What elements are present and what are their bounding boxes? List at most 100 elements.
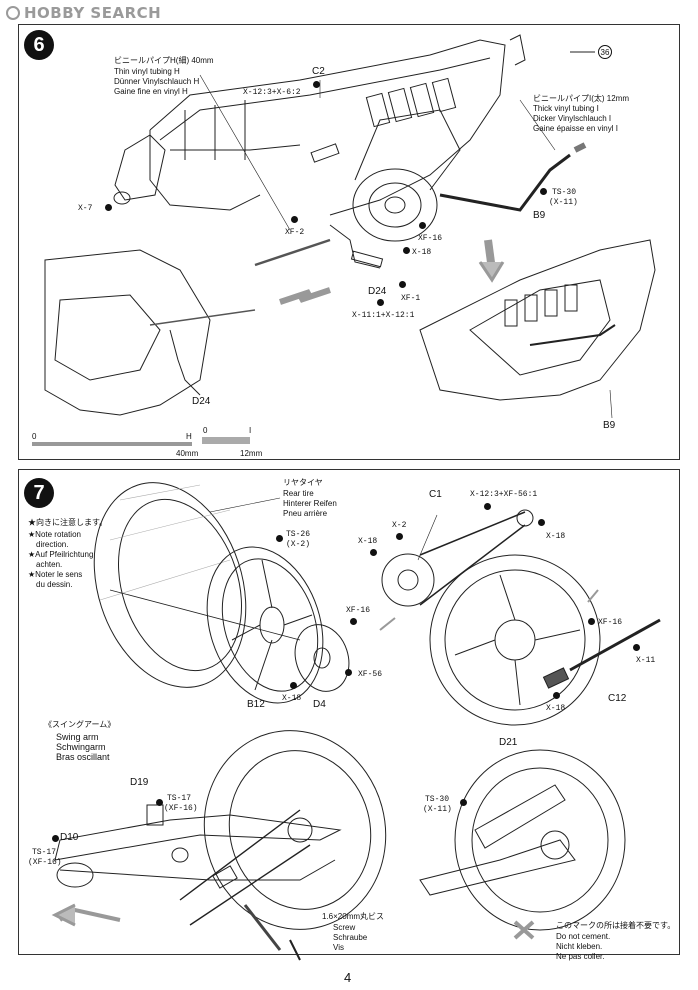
paint-code-c1: X-12:3+XF-56:1 (470, 490, 538, 499)
paint-dot-xf16-axle (588, 618, 595, 625)
rotation-note-de-1: ★Auf Pfeilrichtung (28, 550, 94, 559)
paint-dot-d24 (377, 299, 384, 306)
paint-code-ts17-d19-alt: (XF-16) (164, 804, 198, 813)
rear-tire-jp: リヤタイヤ (283, 478, 323, 487)
paint-code-ts30: TS-30 (552, 188, 577, 197)
paint-code-x18-axle: X-18 (546, 704, 566, 713)
swing-arm-fr: Bras oscillant (56, 752, 110, 762)
paint-code-ts30-chaincase: TS-30 (425, 795, 450, 804)
tube-h-fr: Gaine fine en vinyl H (114, 87, 188, 96)
part-c2-label: C2 (312, 66, 325, 77)
part-c1-label: C1 (429, 489, 442, 500)
paint-dot-xf56 (345, 669, 352, 676)
paint-code-d24: X-11:1+X-12:1 (352, 311, 415, 320)
screw-de: Schraube (333, 933, 368, 942)
paint-dot-ts17-d19 (156, 799, 163, 806)
part-c12-label: C12 (608, 693, 627, 704)
screw-en: Screw (333, 923, 356, 932)
hobby-search-logo-icon (6, 6, 20, 20)
paint-dot-x18 (403, 247, 410, 254)
tube-i-jp: ビニールパイプI(太) 12mm (533, 94, 629, 103)
part-d21-label: D21 (499, 737, 518, 748)
paint-dot-xf2 (291, 216, 298, 223)
no-cement-jp: このマークの所は接着不要です。 (556, 921, 676, 930)
rotation-note-jp: ★向きに注意します。 (28, 518, 108, 527)
paint-dot-d10 (52, 835, 59, 842)
paint-code-x18-chain: X-18 (546, 532, 566, 541)
part-d24-label: D24 (368, 286, 387, 297)
swing-arm-de: Schwingarm (56, 742, 106, 752)
page-number: 4 (344, 970, 352, 985)
paint-dot-xf16-disc (350, 618, 357, 625)
screw-fr: Vis (333, 943, 344, 952)
paint-code-ts30-chaincase-alt: (X-11) (423, 805, 452, 814)
paint-dot-c2 (313, 81, 320, 88)
paint-code-x7: X-7 (78, 204, 93, 213)
paint-code-xf16: XF-16 (418, 234, 443, 243)
paint-dot-x7 (105, 204, 112, 211)
paint-dot-ts26 (276, 535, 283, 542)
paint-code-x18-wheel: X-18 (282, 694, 302, 703)
paint-code-xf1: XF-1 (401, 294, 421, 303)
paint-dot-x11 (633, 644, 640, 651)
paint-code-ts17-d10-alt: (XF-16) (28, 858, 62, 867)
paint-code-xf16-disc: XF-16 (346, 606, 371, 615)
rear-tire-fr: Pneu arrière (283, 509, 328, 518)
no-cement-fr: Ne pas coller. (556, 952, 605, 961)
part-b9-label: B9 (533, 210, 546, 221)
scale-i-start: 0 (203, 426, 208, 435)
paint-code-ts17-d10: TS-17 (32, 848, 57, 857)
reference-step-36: 36 (598, 45, 612, 59)
tube-i-de: Dicker Vinylschlauch I (533, 114, 612, 123)
paint-code-xf56: XF-56 (358, 670, 383, 679)
paint-dot-ts30-chaincase (460, 799, 467, 806)
rear-tire-en: Rear tire (283, 489, 314, 498)
no-cement-de: Nicht kleben. (556, 942, 603, 951)
scale-i-end: I (249, 426, 252, 435)
paint-dot-x18-wheel (290, 682, 297, 689)
paint-code-xf16-axle: XF-16 (598, 618, 623, 627)
scale-i-length: 12mm (240, 449, 263, 458)
part-d4-label: D4 (313, 699, 326, 710)
step-7-number: 7 (24, 478, 54, 508)
paint-dot-ts30 (540, 188, 547, 195)
paint-dot-x18-axle (553, 692, 560, 699)
rotation-note-en-1: ★Note rotation (28, 530, 81, 539)
paint-dot-c1 (484, 503, 491, 510)
paint-dot-xf16 (419, 222, 426, 229)
screw-jp: 1.6×20mm丸ビス (322, 912, 385, 921)
tube-h-en: Thin vinyl tubing H (114, 67, 180, 76)
paint-code-x11: X-11 (636, 656, 656, 665)
rear-tire-de: Hinterer Reifen (283, 499, 337, 508)
no-cement-en: Do not cement. (556, 932, 611, 941)
part-d24-detail-label: D24 (192, 396, 211, 407)
paint-code-x2: X-2 (392, 521, 407, 530)
paint-code-xf2: XF-2 (285, 228, 305, 237)
swing-arm-en: Swing arm (56, 732, 99, 742)
paint-code-ts17-d19: TS-17 (167, 794, 192, 803)
step-6-number: 6 (24, 30, 54, 60)
watermark-text: HOBBY SEARCH (24, 4, 162, 22)
part-d10-label: D10 (60, 832, 79, 843)
part-d19-label: D19 (130, 777, 149, 788)
reference-step-36-number: 36 (600, 47, 610, 57)
rotation-note-fr-2: du dessin. (36, 580, 73, 589)
scale-h-start: 0 (32, 432, 37, 441)
tube-i-en: Thick vinyl tubing I (533, 104, 599, 113)
paint-dot-x18-chain (538, 519, 545, 526)
paint-code-ts26-alt: (X-2) (286, 540, 311, 549)
paint-dot-xf1 (399, 281, 406, 288)
paint-code-ts26: TS-26 (286, 530, 311, 539)
tube-h-jp: ビニールパイプH(細) 40mm (114, 56, 214, 65)
part-b12-label: B12 (247, 699, 265, 710)
rotation-note-de-2: achten. (36, 560, 63, 569)
scale-h-end: H (186, 432, 192, 441)
step-7-panel (18, 469, 680, 955)
scale-h-length: 40mm (176, 449, 199, 458)
tube-i-fr: Gaine épaisse en vinyl I (533, 124, 618, 133)
paint-code-x18: X-18 (412, 248, 432, 257)
swing-arm-jp: 《スイングアーム》 (44, 720, 116, 729)
paint-dot-x2 (396, 533, 403, 540)
